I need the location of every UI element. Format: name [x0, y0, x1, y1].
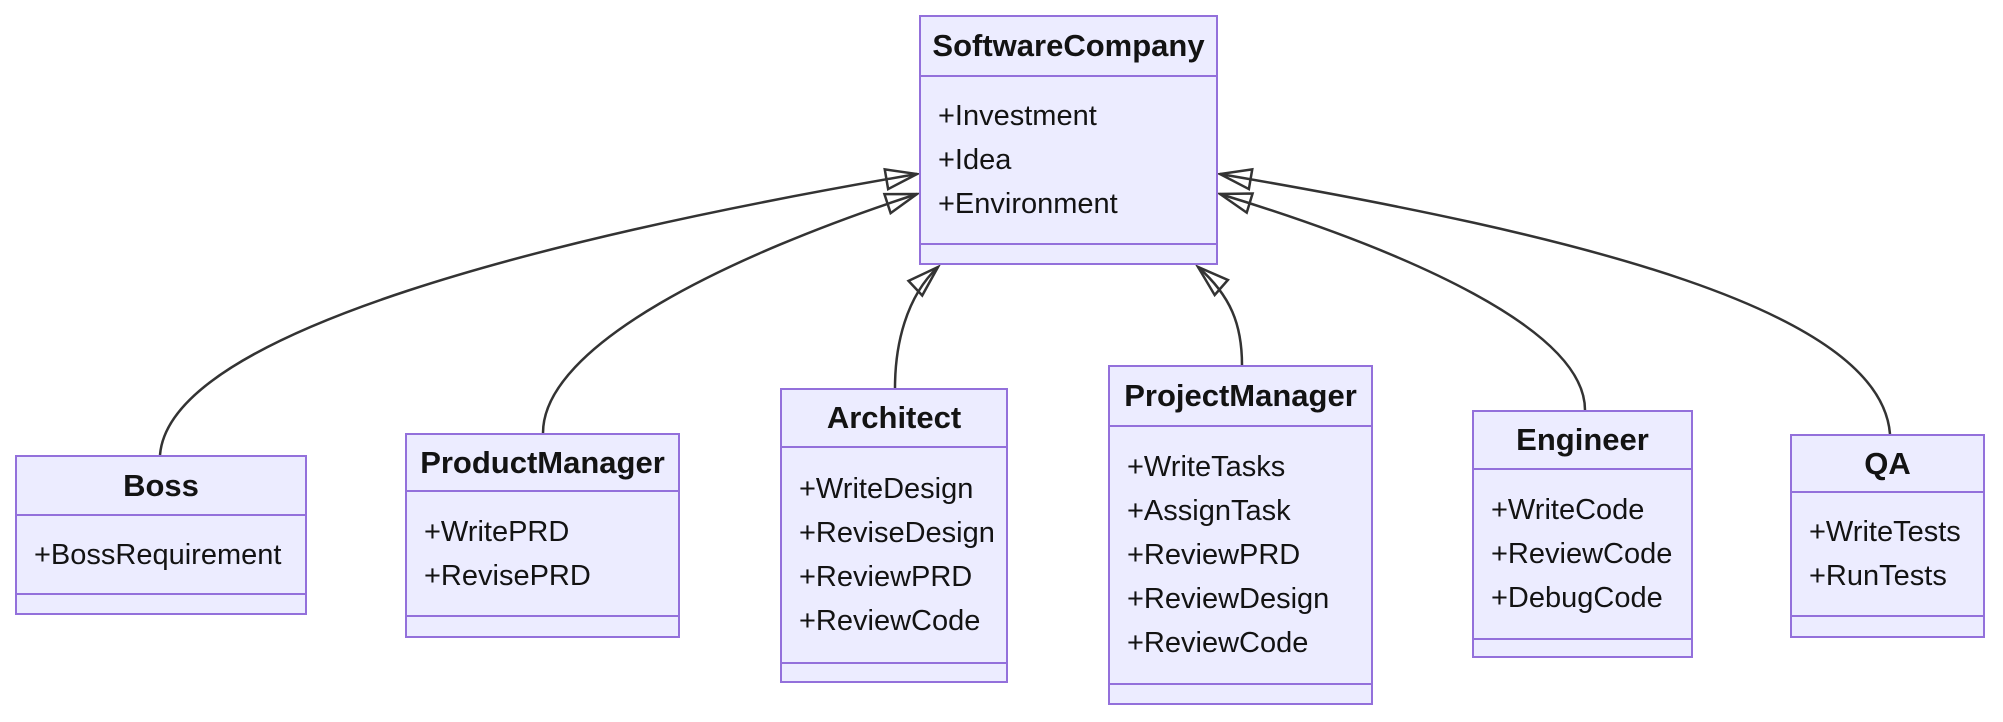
- class-attributes: +Investment +Idea +Environment: [921, 77, 1216, 243]
- class-title: Boss: [17, 457, 305, 516]
- class-methods-compartment-empty: [1792, 615, 1983, 636]
- class-title: SoftwareCompany: [921, 17, 1216, 77]
- class-attribute: +ReviewCode: [799, 605, 981, 637]
- class-title: ProductManager: [407, 435, 678, 492]
- class-attributes: +WritePRD +RevisePRD: [407, 492, 678, 615]
- class-methods-compartment-empty: [1474, 638, 1691, 656]
- edge-productmanager-inherits-softwarecompany: [541, 192, 921, 434]
- class-attributes: +BossRequirement: [17, 516, 305, 593]
- class-node-productmanager: ProductManager +WritePRD +RevisePRD: [405, 433, 680, 638]
- class-attribute: +Environment: [938, 188, 1118, 220]
- class-attribute: +WritePRD: [424, 515, 570, 548]
- class-attribute: +ReviewDesign: [1127, 583, 1330, 615]
- class-methods-compartment-empty: [782, 662, 1006, 681]
- class-attribute: +RunTests: [1809, 560, 1947, 592]
- class-node-qa: QA +WriteTests +RunTests: [1790, 434, 1985, 638]
- class-attribute: +BossRequirement: [34, 538, 282, 571]
- class-attribute: +ReviewPRD: [1127, 539, 1301, 571]
- class-attributes: +WriteCode +ReviewCode +DebugCode: [1474, 470, 1691, 638]
- class-attribute: +Investment: [938, 100, 1097, 132]
- class-attribute: +ReviewCode: [1127, 627, 1309, 659]
- class-attribute: +DebugCode: [1491, 582, 1663, 614]
- edge-qa-inherits-softwarecompany: [1215, 167, 1892, 435]
- class-attribute: +AssignTask: [1127, 495, 1291, 527]
- class-node-engineer: Engineer +WriteCode +ReviewCode +DebugCo…: [1472, 410, 1693, 658]
- class-attribute: +RevisePRD: [424, 559, 591, 592]
- class-title: QA: [1792, 436, 1983, 493]
- class-attributes: +WriteTasks +AssignTask +ReviewPRD +Revi…: [1110, 427, 1371, 683]
- class-node-architect: Architect +WriteDesign +ReviseDesign +Re…: [780, 388, 1008, 683]
- class-title: Architect: [782, 390, 1006, 448]
- edge-architect-inherits-softwarecompany: [893, 264, 941, 389]
- class-node-softwarecompany: SoftwareCompany +Investment +Idea +Envir…: [919, 15, 1218, 265]
- class-attribute: +Idea: [938, 144, 1012, 176]
- class-attribute: +WriteTests: [1809, 516, 1961, 548]
- class-methods-compartment-empty: [407, 615, 678, 636]
- class-attribute: +ReviseDesign: [799, 517, 995, 549]
- class-attribute: +ReviewCode: [1491, 538, 1673, 570]
- edge-boss-inherits-softwarecompany: [158, 167, 922, 456]
- class-attribute: +WriteDesign: [799, 473, 974, 505]
- class-title: Engineer: [1474, 412, 1691, 470]
- edge-engineer-inherits-softwarecompany: [1216, 192, 1587, 411]
- class-attribute: +WriteCode: [1491, 494, 1645, 526]
- class-title: ProjectManager: [1110, 367, 1371, 427]
- class-methods-compartment-empty: [921, 243, 1216, 263]
- class-attributes: +WriteDesign +ReviseDesign +ReviewPRD +R…: [782, 448, 1006, 662]
- class-attributes: +WriteTests +RunTests: [1792, 493, 1983, 615]
- edge-projectmanager-inherits-softwarecompany: [1194, 264, 1244, 366]
- class-attribute: +ReviewPRD: [799, 561, 973, 593]
- class-methods-compartment-empty: [17, 593, 305, 613]
- class-node-projectmanager: ProjectManager +WriteTasks +AssignTask +…: [1108, 365, 1373, 705]
- class-node-boss: Boss +BossRequirement: [15, 455, 307, 615]
- class-methods-compartment-empty: [1110, 683, 1371, 703]
- class-attribute: +WriteTasks: [1127, 451, 1286, 483]
